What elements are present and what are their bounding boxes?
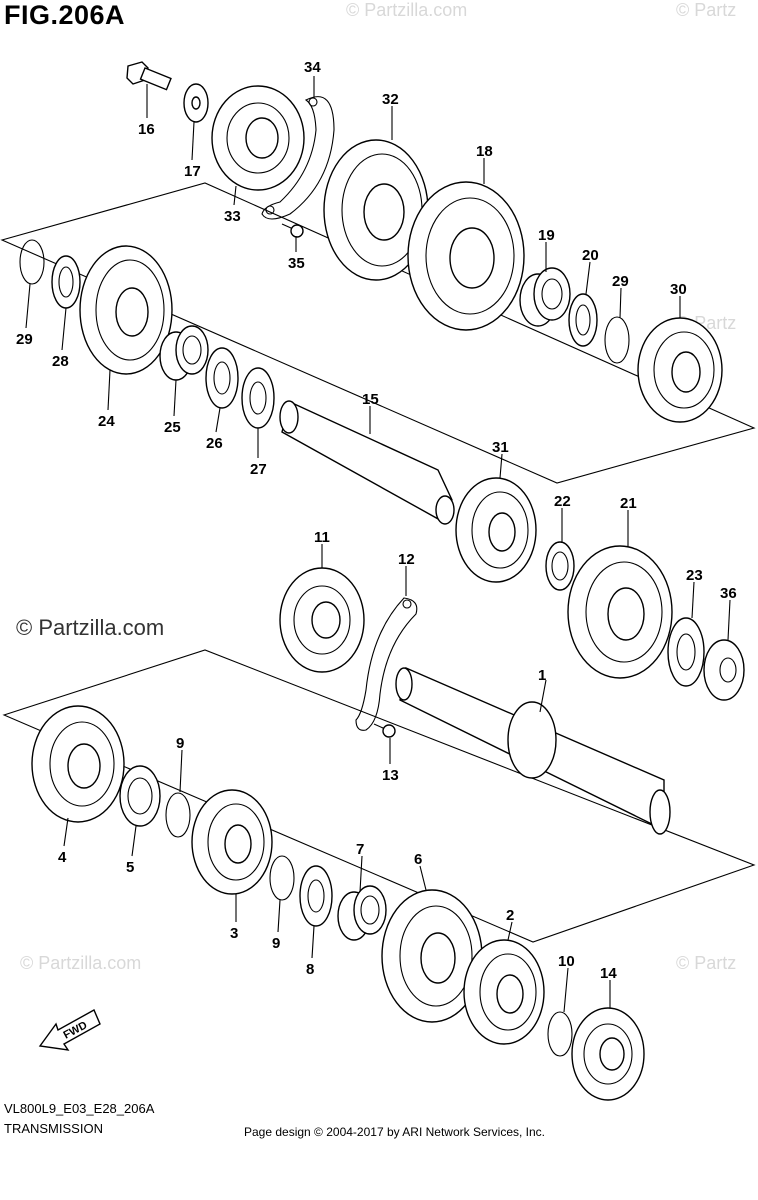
watermark-main: © Partzilla.com <box>16 615 165 640</box>
part-36-seal[interactable] <box>703 639 745 701</box>
part-7-needle-bearing[interactable] <box>337 885 387 941</box>
callout-28: 28 <box>52 353 69 370</box>
callout-19: 19 <box>538 227 555 244</box>
part-8-washer[interactable] <box>299 865 333 927</box>
callout-14: 14 <box>600 965 617 982</box>
part-5-bushing[interactable] <box>119 765 161 827</box>
callout-11: 11 <box>314 529 330 546</box>
part-1-driveshaft[interactable] <box>395 667 671 835</box>
part-13-screw[interactable] <box>373 723 396 738</box>
callout-13: 13 <box>382 767 399 784</box>
callout-24: 24 <box>98 413 115 430</box>
callout-29-right: 29 <box>612 273 629 290</box>
callout-4: 4 <box>58 849 67 866</box>
callout-3: 3 <box>230 925 238 942</box>
part-27-washer[interactable] <box>241 367 275 429</box>
callout-26: 26 <box>206 435 223 452</box>
part-18-gear[interactable] <box>407 181 525 331</box>
callout-1: 1 <box>538 667 546 684</box>
part-22-bushing[interactable] <box>545 541 575 591</box>
leader-lines <box>25 76 731 1013</box>
callout-17: 17 <box>184 163 201 180</box>
callout-25: 25 <box>164 419 181 436</box>
figure-title: FIG.206A <box>4 0 126 30</box>
callout-8: 8 <box>306 961 314 978</box>
callout-33: 33 <box>224 208 241 225</box>
part-10-circlip[interactable] <box>547 1011 573 1057</box>
callout-5: 5 <box>126 859 134 876</box>
part-29-circlip-left[interactable] <box>19 239 45 285</box>
callout-36: 36 <box>720 585 737 602</box>
callout-34: 34 <box>304 59 321 76</box>
callout-9-lower: 9 <box>272 935 280 952</box>
part-21-gear[interactable] <box>567 545 673 679</box>
part-15-countershaft[interactable] <box>279 400 455 525</box>
callout-2: 2 <box>506 907 514 924</box>
watermark-top-center: © Partzilla.com <box>346 0 468 20</box>
fwd-arrow-icon: FWD <box>38 1009 101 1051</box>
callout-23: 23 <box>686 567 703 584</box>
callout-27: 27 <box>250 461 267 478</box>
part-9-circlip-upper[interactable] <box>165 792 191 838</box>
part-30-gear[interactable] <box>637 317 723 423</box>
part-20-washer[interactable] <box>568 293 598 347</box>
callout-12: 12 <box>398 551 415 568</box>
callout-35: 35 <box>288 255 305 272</box>
part-34-retainer-plate[interactable] <box>261 96 335 220</box>
part-35-screw[interactable] <box>281 223 304 238</box>
part-29-circlip-right[interactable] <box>604 316 630 364</box>
watermark-bottom-left: © Partzilla.com <box>20 953 142 973</box>
callout-29-left: 29 <box>16 331 33 348</box>
part-19-needle-bearing[interactable] <box>519 267 571 327</box>
copyright-notice: Page design © 2004-2017 by ARI Network S… <box>244 1125 546 1139</box>
driveshaft-group-frame <box>2 649 756 943</box>
part-3-gear[interactable] <box>191 789 273 895</box>
part-9-circlip-lower[interactable] <box>269 855 295 901</box>
part-24-gear[interactable] <box>79 245 173 375</box>
part-33-bearing[interactable] <box>211 85 305 191</box>
callout-21: 21 <box>620 495 637 512</box>
part-callouts: 1 2 3 4 5 6 7 8 9 9 10 11 12 13 14 15 16… <box>16 59 737 982</box>
callout-9-upper: 9 <box>176 735 184 752</box>
callout-6: 6 <box>414 851 422 868</box>
watermark-top-right: © Partz <box>676 0 737 20</box>
section-title: TRANSMISSION <box>4 1121 103 1136</box>
callout-22: 22 <box>554 493 571 510</box>
watermark-bottom-right: © Partz <box>676 953 737 973</box>
part-26-washer[interactable] <box>205 347 239 409</box>
callout-7: 7 <box>356 841 364 858</box>
model-code: VL800L9_E03_E28_206A <box>4 1101 155 1116</box>
callout-32: 32 <box>382 91 399 108</box>
callout-30: 30 <box>670 281 687 298</box>
callout-15: 15 <box>362 391 379 408</box>
callout-18: 18 <box>476 143 493 160</box>
callout-10: 10 <box>558 953 575 970</box>
part-12-retainer-plate[interactable] <box>355 597 418 731</box>
part-16-bolt[interactable] <box>126 61 172 91</box>
part-28-washer[interactable] <box>51 255 81 309</box>
part-11-bearing[interactable] <box>279 567 365 673</box>
part-14-bearing[interactable] <box>571 1007 645 1101</box>
part-4-gear[interactable] <box>31 705 125 823</box>
callout-31: 31 <box>492 439 509 456</box>
callout-16: 16 <box>138 121 155 138</box>
part-31-gear[interactable] <box>455 477 537 583</box>
countershaft-group-frame <box>0 182 756 484</box>
part-23-washer[interactable] <box>667 617 705 687</box>
part-25-needle-bearing[interactable] <box>159 325 209 381</box>
callout-20: 20 <box>582 247 599 264</box>
part-2-gear[interactable] <box>463 939 545 1045</box>
